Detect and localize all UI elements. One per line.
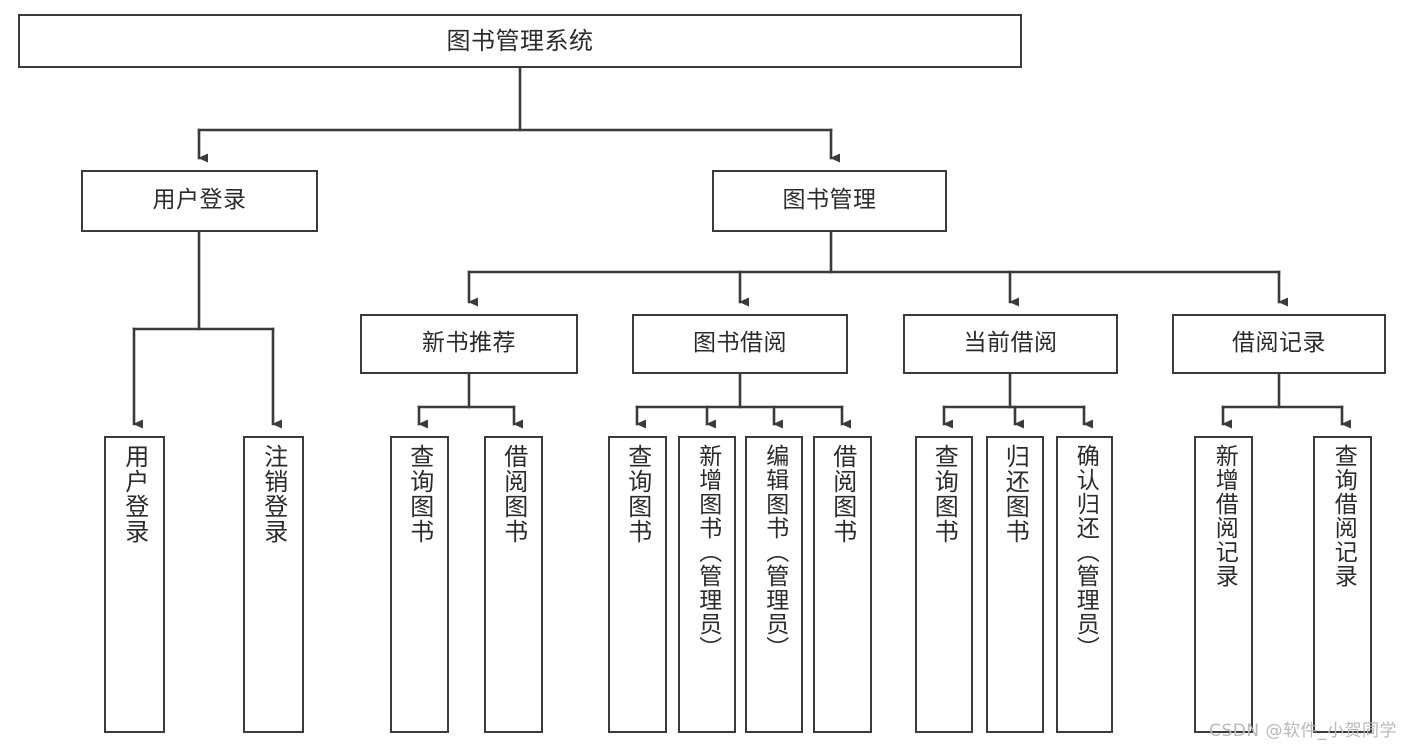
leaf-query-book-new-recommendation[interactable]: 查询图书 [390, 436, 449, 733]
leaf-query-book-borrowing[interactable]: 查询图书 [608, 436, 667, 733]
node-root-book-management-system[interactable]: 图书管理系统 [18, 14, 1022, 68]
leaf-label: 新增借阅记录 [1211, 444, 1238, 588]
leaf-label: 查询图书 [930, 444, 959, 544]
leaf-label: 归还图书 [1001, 444, 1030, 544]
leaf-label: 借阅图书 [828, 444, 857, 544]
leaf-borrow-book-new-recommendation[interactable]: 借阅图书 [484, 436, 543, 733]
leaf-query-book-current[interactable]: 查询图书 [915, 436, 973, 733]
leaf-label: 编辑图书（管理员） [761, 444, 788, 660]
leaf-label: 查询图书 [405, 444, 434, 544]
leaf-add-borrowing-record[interactable]: 新增借阅记录 [1194, 436, 1253, 733]
leaf-query-borrowing-record[interactable]: 查询借阅记录 [1313, 436, 1372, 733]
leaf-label: 查询借阅记录 [1330, 444, 1357, 588]
leaf-add-book-admin[interactable]: 新增图书（管理员） [678, 436, 736, 733]
node-label: 图书管理系统 [446, 26, 594, 55]
leaf-edit-book-admin[interactable]: 编辑图书（管理员） [745, 436, 803, 733]
node-label: 当前借阅 [963, 330, 1058, 357]
leaf-confirm-return-admin[interactable]: 确认归还（管理员） [1056, 436, 1113, 733]
leaf-label: 注销登录 [259, 444, 288, 544]
leaf-return-book[interactable]: 归还图书 [986, 436, 1044, 733]
node-current-borrowing[interactable]: 当前借阅 [903, 314, 1118, 374]
leaf-label: 新增图书（管理员） [694, 444, 721, 660]
node-new-book-recommendation[interactable]: 新书推荐 [360, 314, 578, 374]
node-label: 借阅记录 [1232, 330, 1326, 357]
node-user-login[interactable]: 用户登录 [81, 170, 318, 232]
node-borrowing-record[interactable]: 借阅记录 [1172, 314, 1386, 374]
node-label: 图书借阅 [693, 330, 787, 357]
leaf-label: 借阅图书 [499, 444, 528, 544]
node-label: 图书管理 [782, 187, 877, 214]
node-label: 新书推荐 [422, 330, 516, 357]
leaf-label: 查询图书 [623, 444, 652, 544]
node-book-management[interactable]: 图书管理 [712, 170, 947, 232]
leaf-user-login[interactable]: 用户登录 [104, 436, 165, 733]
leaf-label: 用户登录 [120, 444, 149, 544]
leaf-logout[interactable]: 注销登录 [243, 436, 304, 733]
node-book-borrowing[interactable]: 图书借阅 [632, 314, 848, 374]
leaf-borrow-book-borrowing[interactable]: 借阅图书 [813, 436, 872, 733]
leaf-label: 确认归还（管理员） [1072, 444, 1099, 660]
node-label: 用户登录 [152, 187, 247, 214]
